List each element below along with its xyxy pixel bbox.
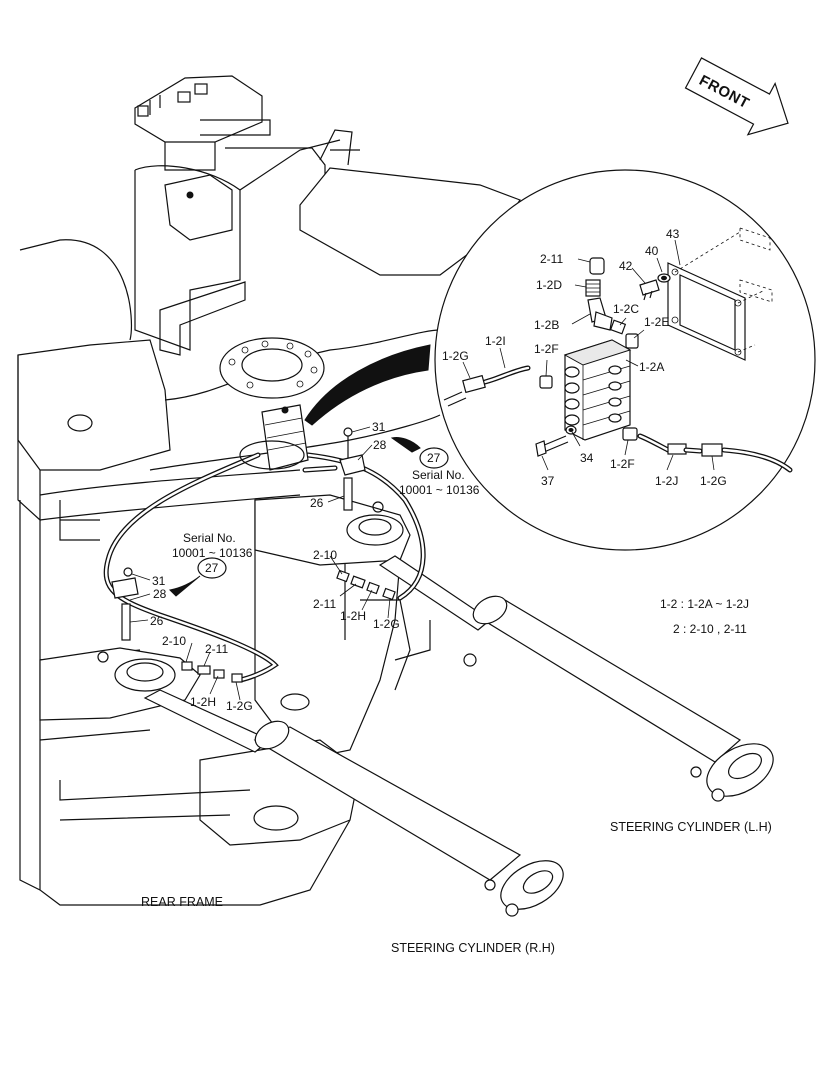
label-40: 40 xyxy=(645,244,659,258)
label-1-2f-upper: 1-2F xyxy=(534,342,559,356)
serial-upper-ref: 27 xyxy=(427,451,441,465)
label-1-2b: 1-2B xyxy=(534,318,559,332)
front-arrow: FRONT xyxy=(684,57,789,136)
serial-lower-range: 10001 ~ 10136 xyxy=(172,546,253,560)
lube-block-in-situ xyxy=(239,404,309,471)
label-37: 37 xyxy=(541,474,555,488)
lube-hoses xyxy=(103,452,426,683)
label-1-2j: 1-2J xyxy=(655,474,678,488)
serial-callout-lower: Serial No. 10001 ~ 10136 27 xyxy=(168,531,253,597)
detail-part-labels: 2-11 1-2D 42 40 43 1-2C 1-2B 1-2E 1-2G 1… xyxy=(442,227,727,488)
label-1-2g-right: 1-2G xyxy=(373,617,400,631)
label-31-lower: 31 xyxy=(152,574,166,588)
note-range-2: 2 : 2-10 , 2-11 xyxy=(673,622,747,636)
detail-view xyxy=(434,169,816,551)
label-1-2h-left: 1-2H xyxy=(190,695,216,709)
main-leaders xyxy=(129,426,391,701)
detail-callout-arrow xyxy=(304,344,431,426)
label-28-upper: 28 xyxy=(373,438,387,452)
label-28-lower: 28 xyxy=(153,587,167,601)
disc-bolts xyxy=(228,340,318,389)
label-1-2c: 1-2C xyxy=(613,302,639,316)
serial-lower-ref: 27 xyxy=(205,561,219,575)
serial-lower-title: Serial No. xyxy=(183,531,236,545)
label-1-2g-detail-right: 1-2G xyxy=(700,474,727,488)
label-2-11-left: 2-11 xyxy=(205,642,228,656)
label-42: 42 xyxy=(619,259,633,273)
label-1-2i: 1-2I xyxy=(485,334,506,348)
label-26-lower: 26 xyxy=(150,614,164,628)
label-1-2f-lower: 1-2F xyxy=(610,457,635,471)
label-2-10-right: 2-10 xyxy=(313,548,337,562)
steering-cylinder-rh xyxy=(143,689,564,917)
caption-steering-cylinder-rh: STEERING CYLINDER (R.H) xyxy=(391,941,555,955)
fittings-main xyxy=(111,427,396,683)
steering-cylinder-lh xyxy=(378,555,774,802)
label-2-11-right: 2-11 xyxy=(313,597,336,611)
label-1-2g-detail-left: 1-2G xyxy=(442,349,469,363)
serial-upper-title: Serial No. xyxy=(412,468,465,482)
label-2-10-left: 2-10 xyxy=(162,634,186,648)
label-1-2g-left: 1-2G xyxy=(226,699,253,713)
note-range-1-2: 1-2 : 1-2A ~ 1-2J xyxy=(660,597,749,611)
detail-leaders xyxy=(462,239,715,471)
label-1-2e: 1-2E xyxy=(644,315,669,329)
label-26-upper: 26 xyxy=(310,496,324,510)
caption-steering-cylinder-lh: STEERING CYLINDER (L.H) xyxy=(610,820,772,834)
caption-rear-frame: REAR FRAME xyxy=(141,895,223,909)
label-1-2d: 1-2D xyxy=(536,278,562,292)
label-43: 43 xyxy=(666,227,680,241)
serial-callout-upper: 27 Serial No. 10001 ~ 10136 xyxy=(390,437,480,497)
label-1-2a: 1-2A xyxy=(639,360,664,374)
rear-frame-drawing xyxy=(17,75,521,906)
label-1-2h-right: 1-2H xyxy=(340,609,366,623)
label-2-11-detail: 2-11 xyxy=(540,252,563,266)
label-31-upper: 31 xyxy=(372,420,386,434)
label-34: 34 xyxy=(580,451,594,465)
serial-upper-range: 10001 ~ 10136 xyxy=(399,483,480,497)
main-part-labels: 31 28 26 31 28 26 2-10 2-11 1-2H 1-2G 2-… xyxy=(150,420,400,713)
distributor-outlets xyxy=(564,365,622,426)
